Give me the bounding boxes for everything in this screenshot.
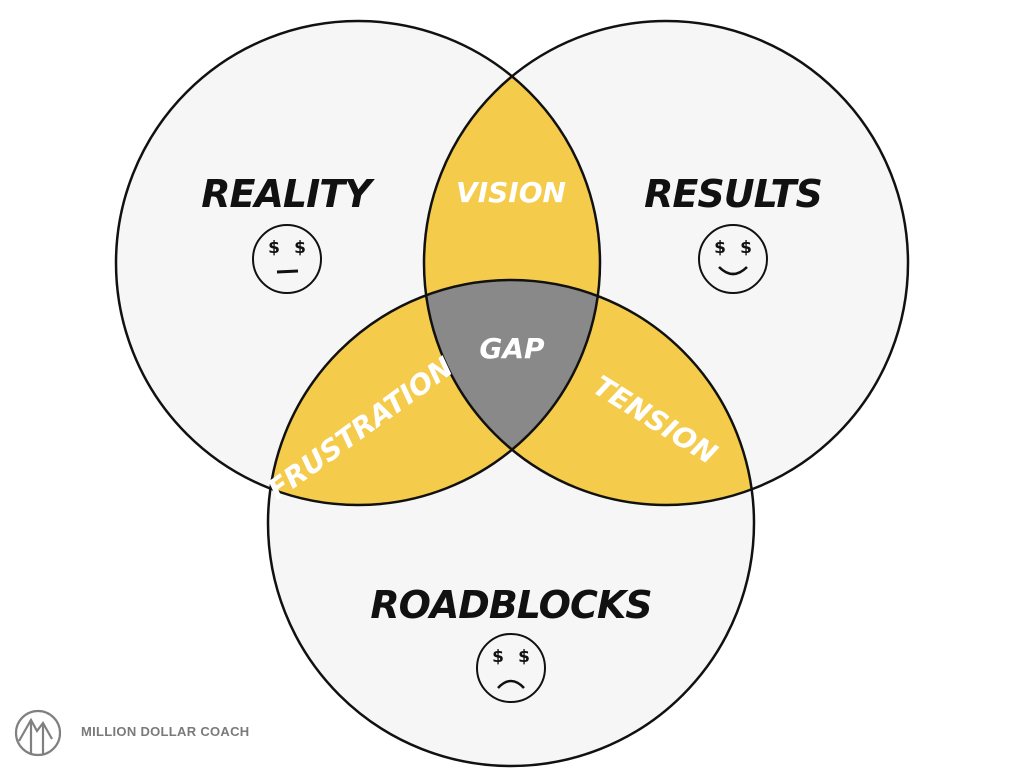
frustration-region — [268, 280, 600, 505]
gap-label: GAP — [479, 332, 545, 365]
svg-text:$: $ — [740, 238, 752, 258]
results-circle — [422, 19, 910, 507]
svg-text:$: $ — [518, 647, 530, 667]
reality-label: REALITY — [201, 172, 375, 216]
circle-outlines — [114, 19, 910, 768]
brand-name: MILLION DOLLAR COACH — [81, 724, 250, 739]
svg-text:$: $ — [294, 238, 306, 258]
neutral-face-icon: $ $ — [252, 224, 322, 294]
tension-region — [424, 280, 754, 505]
reality-circle — [114, 19, 602, 507]
svg-text:$: $ — [492, 647, 504, 667]
frowning-face-icon: $ $ — [476, 633, 546, 703]
roadblocks-label: ROADBLOCKS — [370, 583, 651, 627]
mountain-circle-logo-icon — [14, 709, 62, 757]
results-label: RESULTS — [644, 172, 822, 216]
svg-text:$: $ — [714, 238, 726, 258]
svg-text:$: $ — [268, 238, 280, 258]
vision-label: VISION — [456, 176, 566, 209]
roadblocks-circle — [266, 278, 756, 768]
smiling-face-icon: $ $ — [698, 224, 768, 294]
